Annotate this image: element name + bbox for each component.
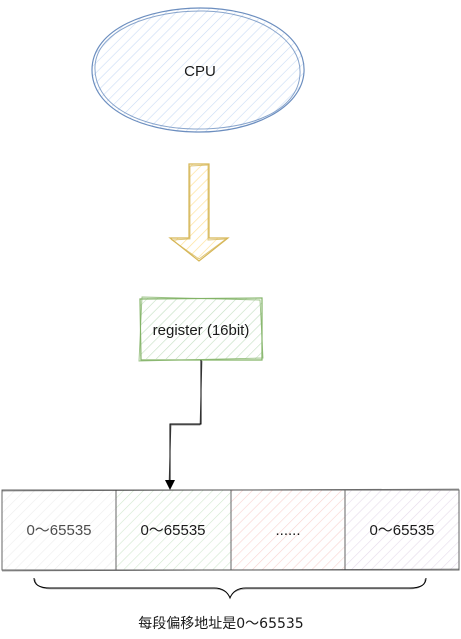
segment-1: 0～65535 [1,489,117,571]
curly-brace [33,577,427,600]
connector-arrow [165,360,203,490]
segment-2: 0～65535 [115,489,232,571]
register-node: register (16bit) [138,296,264,362]
down-arrow [168,163,230,262]
segment-4: 0～65535 [344,489,460,571]
caption-label: 每段偏移地址是0～65535 [138,616,303,632]
segment-3-label: ...... [275,522,300,539]
segment-4-label: 0～65535 [369,522,434,539]
segment-1-label: 0～65535 [26,522,91,539]
segment-2-label: 0～65535 [140,522,205,539]
register-label: register (16bit) [153,322,250,339]
cpu-label: CPU [184,63,216,80]
cpu-node: CPU [91,7,305,133]
segment-3: ...... [230,489,346,571]
memory-bar: 0～65535 0～65535 ...... 0～65535 [1,488,460,572]
